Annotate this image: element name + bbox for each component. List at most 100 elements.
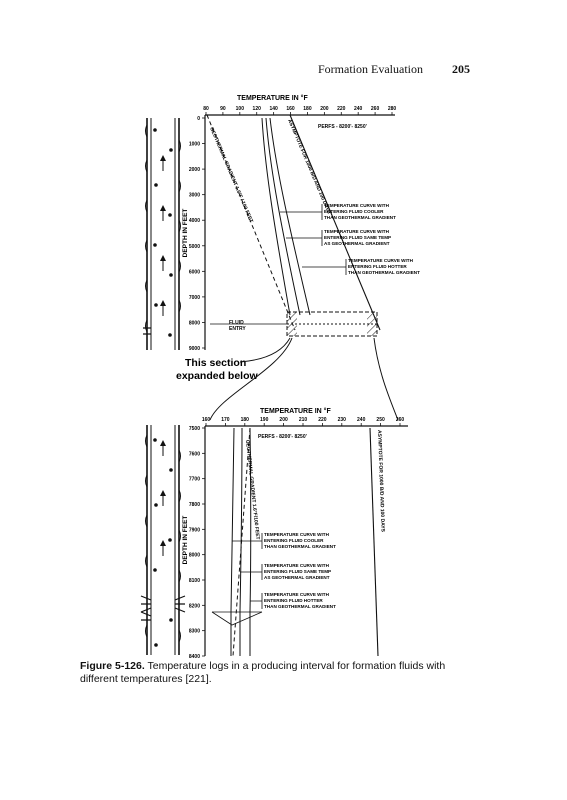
top-geothermal-gradient-line [206,114,296,331]
top-curve-cooler [261,117,291,316]
bot-y-tick-label: 8300 [189,629,200,635]
top-y-tick-label: 4000 [189,218,200,224]
top-x-tick-label: 140 [269,106,278,112]
bottom-curve-same [239,427,243,656]
top-y-tick-label: 3000 [189,193,200,199]
top-x-tick-label: 180 [303,106,312,112]
bot-x-tick-label: 170 [221,417,230,423]
bot-x-tick-label: 180 [241,417,250,423]
top-curve2-line1: TEMPERATURE CURVE WITH [324,229,390,234]
bot-x-tick-label: 160 [202,417,211,423]
bottom-chart: 160 170 180 190 200 210 220 230 240 250 260 7500 76… [182,407,408,660]
top-x-tick-label: 160 [286,106,295,112]
bot-y-tick-label: 7600 [189,451,200,457]
top-curve3-line3: THAN GEOTHERMAL GRADIENT [348,270,420,275]
top-asymptote-label: ASYMPTOTE FOR 1000 B/D AND 100 DAYS [286,118,332,215]
bottom-wellbore-schematic [140,425,186,655]
bot-y-tick-label: 8400 [189,654,200,660]
bot-y-tick-label: 8000 [189,553,200,559]
bottom-curve1-line3: THAN GEOTHERMAL GRADIENT [264,544,336,549]
top-y-tick-label: 9000 [189,346,200,352]
bot-y-tick-label: 7500 [189,426,200,432]
top-y-tick-label: 2000 [189,167,200,173]
top-y-tick-label: 5000 [189,244,200,250]
bot-y-tick-label: 7700 [189,477,200,483]
top-x-tick-label: 80 [203,106,209,112]
top-curve1-line3: THAN GEOTHERMAL GRADIENT [324,215,396,220]
top-asymptote-line [289,114,381,331]
bottom-curve-labels: TEMPERATURE CURVE WITH ENTERING FLUID CO… [264,532,336,609]
bottom-geothermal-label: GEOTHERMAL GRADIENT 1.6°F/100 FEET [244,440,260,540]
top-curve-same [265,117,301,316]
top-y-tick-label: 1000 [189,142,200,148]
bottom-y-tick-labels: 7500 7600 7700 7800 7900 8000 8100 8200 8300 8400… [182,426,205,660]
bottom-x-tick-labels: 160 170 180 190 200 210 220 230 240 250 260 [202,417,405,426]
top-curve-labels: TEMPERATURE CURVE WITH ENTERING FLUID CO… [324,203,420,275]
top-curve3-line2: ENTERING FLUID HOTTER [348,264,407,269]
bottom-curve1-line2: ENTERING FLUID COOLER [264,538,324,543]
page-number: 205 [452,62,470,76]
top-curve1-line2: ENTERING FLUID COOLER [324,209,384,214]
bottom-curve2-line2: ENTERING FLUID SAME TEMP [264,569,331,574]
bottom-asymptote-line [369,427,379,657]
bottom-curve3-line3: THAN GEOTHERMAL GRADIENT [264,604,336,609]
top-curve3-line1: TEMPERATURE CURVE WITH [348,258,414,263]
top-curve1-line1: TEMPERATURE CURVE WITH [324,203,390,208]
top-geothermal-label: GEOTHERMAL GRADIENT 1.6°F / 100 FEET [208,126,254,223]
bot-y-tick-label: 7900 [189,527,200,533]
top-x-tick-label: 260 [371,106,380,112]
top-y-tick-label: 7000 [189,295,200,301]
top-x-tick-label: 280 [388,106,397,112]
section-note-leader [239,337,291,363]
top-wellbore-schematic [143,118,181,350]
bot-y-tick-label: 8200 [189,603,200,609]
bottom-perfs-label: PERFS - 8200'- 8250' [258,434,307,440]
top-chart-title: TEMPERATURE IN °F [237,94,308,102]
top-x-tick-label: 100 [236,106,245,112]
fluid-entry-line1: FLUID [229,320,244,326]
top-y-tick-label: 8000 [189,320,200,326]
top-x-tick-label: 240 [354,106,363,112]
top-y-axis-label: DEPTH IN FEET [182,209,189,258]
bottom-curve1-line1: TEMPERATURE CURVE WITH [264,532,330,537]
top-curve2-line3: AS GEOTHERMAL GRADIENT [324,241,390,246]
bot-y-axis-label: DEPTH IN FEET [182,516,189,565]
top-x-tick-label: 120 [253,106,262,112]
bottom-curve3-line2: ENTERING FLUID HOTTER [264,598,323,603]
figure-caption: Figure 5-126. Temperature logs in a prod… [80,660,480,686]
bot-x-tick-label: 240 [357,417,366,423]
bottom-asymptote-label: ASYMPTOTE FOR 1000 B/D AND 100 DAYS [376,430,386,533]
fluid-entry-line2: ENTRY [229,326,246,332]
top-x-tick-label: 200 [320,106,329,112]
bot-x-tick-label: 250 [376,417,385,423]
bottom-curve2-line3: AS GEOTHERMAL GRADIENT [264,575,330,580]
bot-y-tick-label: 8100 [189,578,200,584]
top-y-tick-label: 6000 [189,269,200,275]
bot-x-tick-label: 220 [318,417,327,423]
figure-caption-text: Temperature logs in a producing interval… [80,660,446,685]
bottom-curve-cooler [230,427,235,656]
top-perfs-label: PERFS - 8200'- 8250' [318,124,367,130]
bot-x-tick-label: 200 [279,417,288,423]
expansion-line-right [373,337,399,421]
running-header-section: Formation Evaluation [318,62,423,76]
bot-x-tick-label: 230 [338,417,347,423]
figure-label: Figure 5-126. [80,660,145,672]
top-y-tick-labels: 0 1000 2000 3000 4000 5000 6000 7000 8000 9000 DEP… [182,116,205,352]
bot-x-tick-label: 260 [396,417,405,423]
bot-x-tick-label: 210 [299,417,308,423]
bot-y-tick-label: 7800 [189,502,200,508]
bottom-curve2-line1: TEMPERATURE CURVE WITH [264,563,330,568]
top-y-tick-label: 0 [197,116,200,122]
bottom-curve-hotter [249,427,252,656]
bottom-chart-title: TEMPERATURE IN °F [260,407,331,415]
page-header: Formation Evaluation 205 [0,62,567,78]
top-curve2-line2: ENTERING FLUID SAME TEMP [324,235,391,240]
top-curve-hotter [269,117,311,316]
expansion-line-left [209,337,293,421]
bot-x-tick-label: 190 [260,417,269,423]
section-note-line2: expanded below [176,370,259,382]
